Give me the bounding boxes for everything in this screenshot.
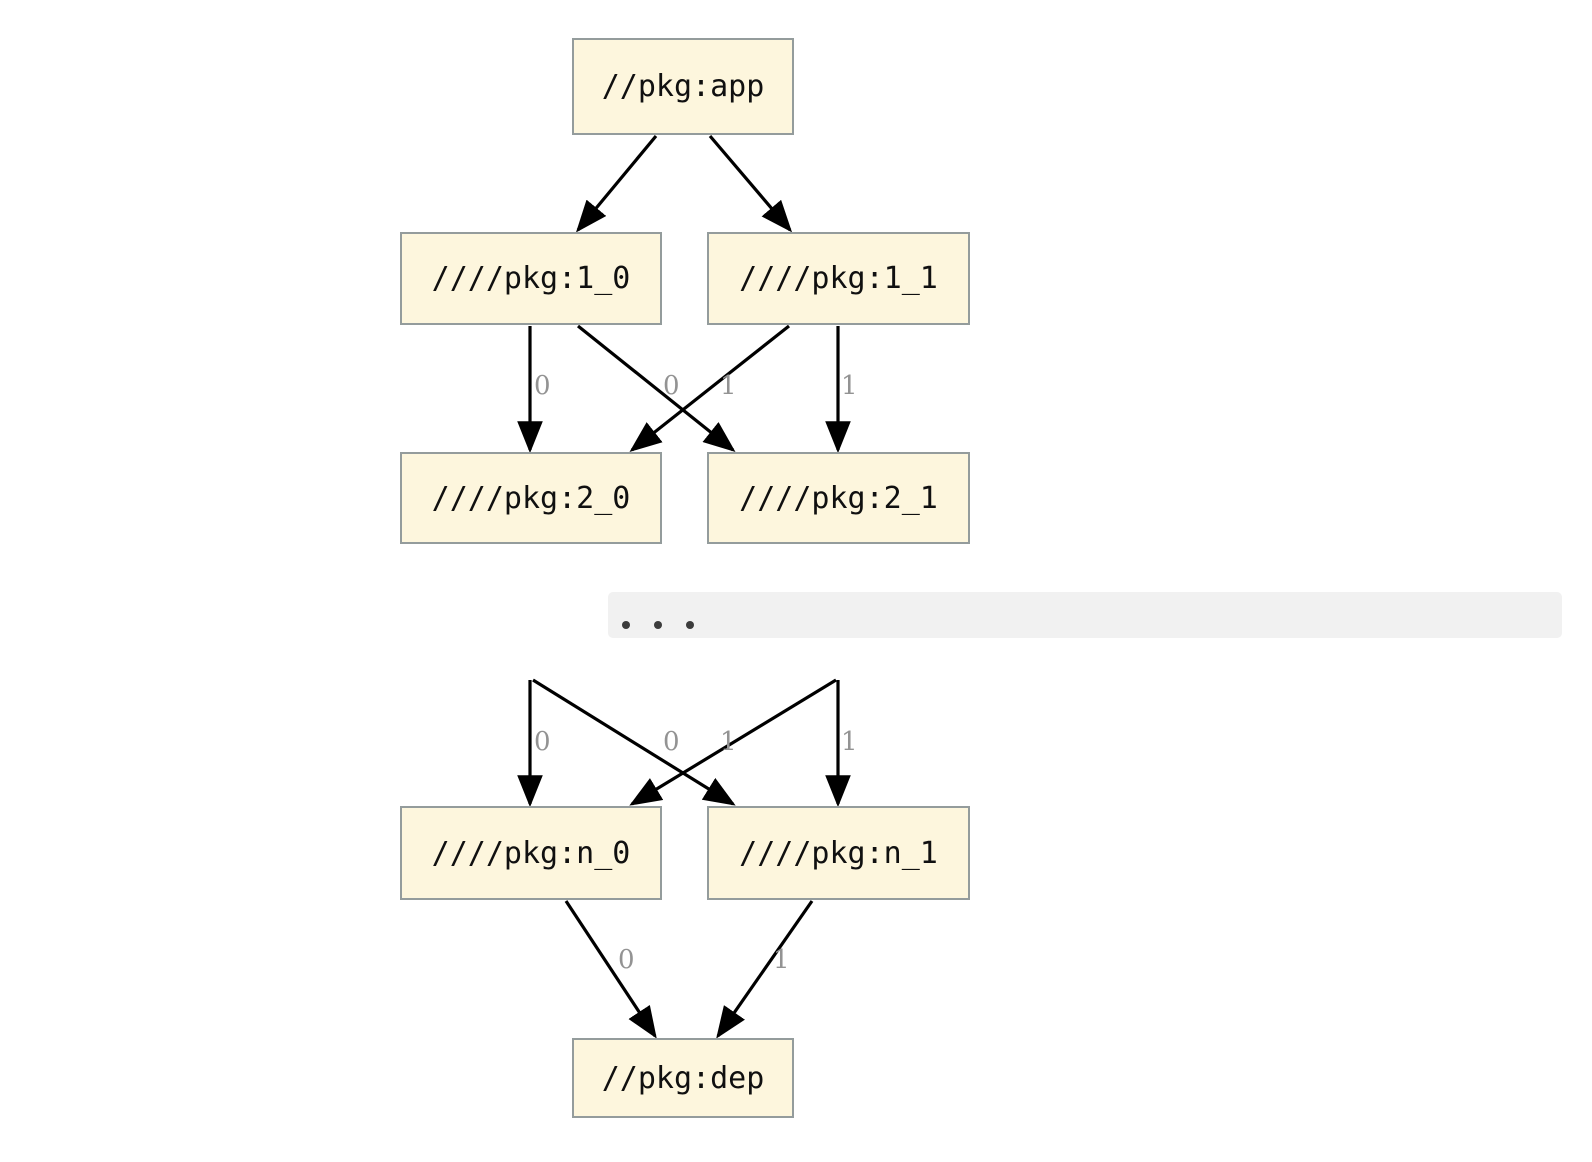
graph-node-dep[interactable]: //pkg:dep (572, 1038, 794, 1118)
graph-node-label: ////pkg:n_0 (431, 835, 631, 871)
graph-node-n2_1[interactable]: ////pkg:2_1 (707, 452, 970, 544)
graph-edge (577, 324, 736, 452)
graph-node-label: ////pkg:2_0 (431, 480, 631, 516)
edge-label: 1 (841, 727, 858, 757)
edge-label: 0 (534, 371, 551, 401)
graph-node-label: ////pkg:n_1 (739, 835, 938, 871)
graph-node-n1_1[interactable]: ////pkg:1_1 (707, 232, 970, 325)
graph-node-label: ////pkg:2_1 (739, 480, 938, 516)
graph-node-label: //pkg:app (601, 69, 765, 104)
graph-node-label: ////pkg:1_0 (431, 261, 631, 296)
edge-label: 1 (773, 945, 790, 975)
graph-edge (532, 678, 736, 806)
ellipsis-separator (608, 592, 1562, 638)
ellipsis-dot (686, 621, 694, 629)
graph-edge (629, 324, 790, 452)
edge-label: 1 (720, 727, 737, 757)
edge-label: 0 (534, 727, 551, 757)
graph-node-label: ////pkg:1_1 (739, 261, 938, 296)
graph-node-n2_0[interactable]: ////pkg:2_0 (400, 452, 662, 544)
graph-node-label: //pkg:dep (601, 1060, 765, 1096)
edge-label: 0 (663, 727, 680, 757)
edge-label: 1 (841, 371, 858, 401)
graph-node-n1_0[interactable]: ////pkg:1_0 (400, 232, 662, 325)
edge-label: 1 (720, 371, 737, 401)
ellipsis-dot (622, 621, 630, 629)
ellipsis-dot (654, 621, 662, 629)
ellipsis-dots (622, 621, 694, 629)
graph-edge (716, 900, 814, 1039)
graph-node-nn_1[interactable]: ////pkg:n_1 (707, 806, 970, 900)
edge-label: 0 (663, 371, 680, 401)
graph-node-nn_0[interactable]: ////pkg:n_0 (400, 806, 662, 900)
graph-node-app[interactable]: //pkg:app (572, 38, 794, 135)
graph-edge (708, 134, 793, 233)
graph-edge (564, 900, 657, 1039)
edge-label: 0 (618, 945, 635, 975)
graph-edge (575, 134, 658, 233)
